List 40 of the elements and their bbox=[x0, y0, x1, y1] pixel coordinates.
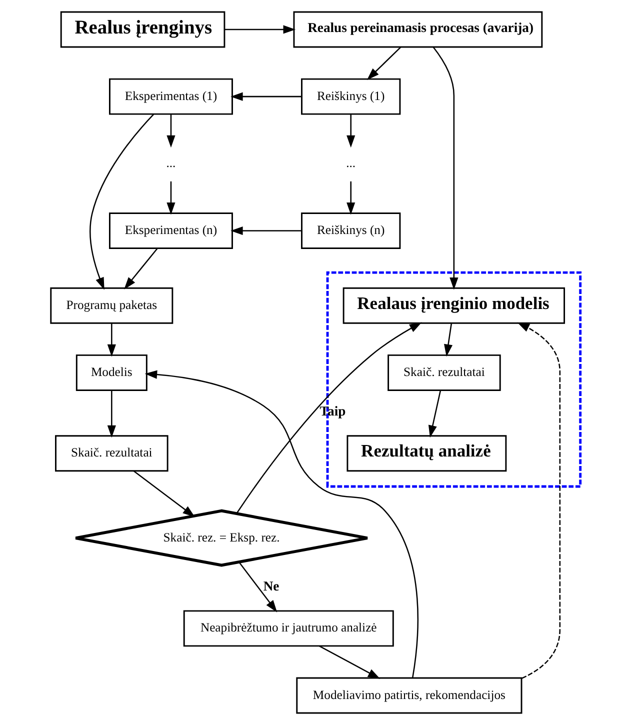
node-box: Modeliavimo patirtis, rekomendacijos bbox=[296, 677, 522, 714]
node-box: Realus įrenginys bbox=[60, 11, 226, 48]
arrow bbox=[90, 114, 154, 290]
arrow bbox=[230, 226, 302, 236]
edge-label: Ne bbox=[263, 578, 280, 594]
arrow bbox=[238, 562, 278, 612]
arrow bbox=[144, 370, 418, 678]
node-box: Neapibrėžtumo ir jautrumo analizė bbox=[183, 610, 394, 647]
arrow bbox=[166, 114, 176, 148]
arrow bbox=[319, 645, 380, 679]
arrow bbox=[224, 25, 296, 34]
arrow bbox=[346, 181, 356, 215]
node-text: ... bbox=[346, 156, 356, 170]
node-box: Programų paketas bbox=[50, 287, 174, 324]
arrow bbox=[366, 46, 402, 80]
arrow bbox=[346, 114, 356, 148]
arrow bbox=[236, 322, 422, 514]
arrow bbox=[230, 92, 302, 101]
arrow bbox=[428, 390, 442, 438]
arrow bbox=[134, 470, 195, 518]
node-box: Reiškinys (n) bbox=[301, 212, 401, 249]
node-box: Skaič. rezultatai bbox=[388, 354, 501, 391]
node-box: Modelis bbox=[76, 354, 148, 391]
node-diamond: Skaič. rez. = Eksp. rez. bbox=[74, 509, 369, 567]
node-box: Reiškinys (1) bbox=[301, 78, 401, 115]
node-box: Rezultatų analizė bbox=[346, 435, 507, 472]
node-text: ... bbox=[166, 156, 176, 170]
node-box: Eksperimentas (n) bbox=[108, 212, 233, 249]
arrow bbox=[517, 322, 561, 679]
node-box: Skaič. rezultatai bbox=[55, 435, 168, 472]
arrow bbox=[107, 390, 116, 438]
arrow bbox=[107, 323, 116, 357]
arrow bbox=[444, 323, 452, 357]
node-box: Realaus įrenginio modelis bbox=[342, 287, 566, 324]
edge-label: Taip bbox=[320, 404, 346, 419]
node-box: Eksperimentas (1) bbox=[108, 78, 233, 115]
arrow bbox=[432, 46, 458, 290]
arrow bbox=[124, 248, 158, 290]
arrow bbox=[166, 181, 176, 215]
node-box: Realus pereinamasis procesas (avarija) bbox=[293, 11, 543, 48]
